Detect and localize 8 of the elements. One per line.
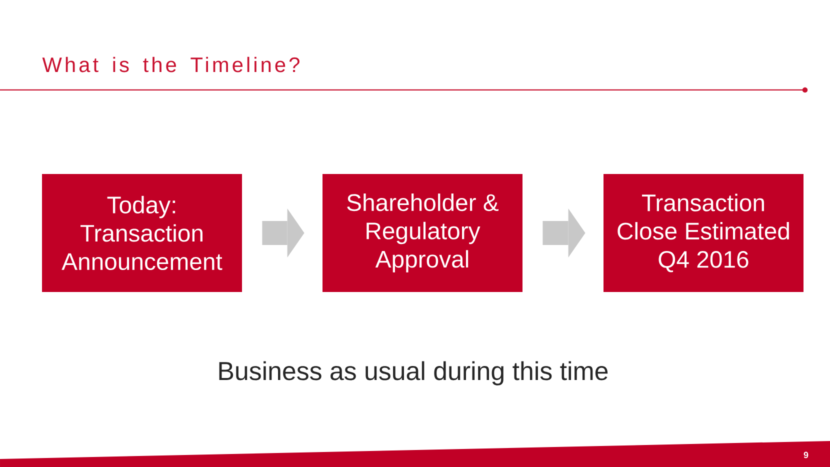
process-box: Shareholder & Regulatory Approval — [322, 174, 522, 292]
page-number: 9 — [804, 452, 808, 458]
process-box: Today: Transaction Announcement — [42, 174, 242, 292]
block-arrow — [262, 208, 304, 258]
process-box: Transaction Close Estimated Q4 2016 — [604, 174, 804, 292]
title: What is the Timeline? — [42, 56, 300, 72]
block-arrow — [542, 208, 586, 258]
note-text: Business as usual during this time — [219, 361, 608, 386]
